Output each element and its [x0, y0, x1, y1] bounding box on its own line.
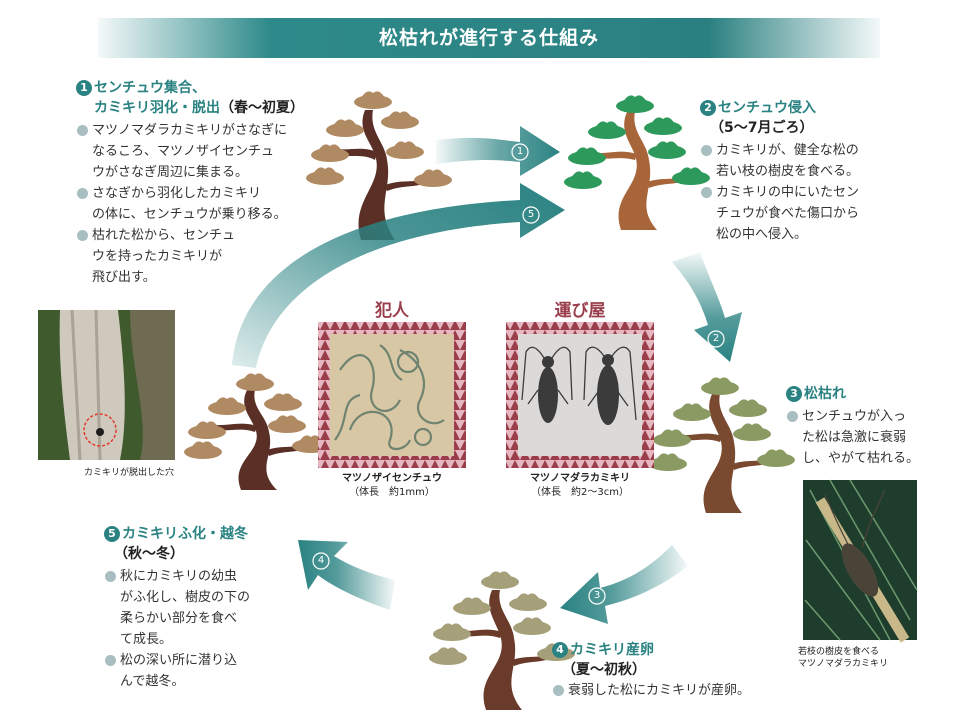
- arrow-number-circles: [312, 143, 725, 605]
- beetle-photo-caption-2: マツノマダラカミキリ: [798, 659, 889, 669]
- stage-1-b1-l2: なるころ、マツノザイセンチュ: [92, 144, 275, 159]
- carrier-frame: [506, 322, 654, 468]
- arrow-4: [298, 540, 395, 610]
- stage-1-b3-l1: 枯れた松から、センチュ: [92, 228, 236, 243]
- exit-hole-caption: カミキリが脱出した穴: [84, 468, 175, 478]
- carrier-caption: マツノマダラカミキリ （体長 約2〜3cm）: [498, 472, 662, 500]
- culprit-size: （体長 約1mm）: [349, 487, 435, 498]
- stage-3-b1-l1: センチュウが入っ: [802, 409, 907, 424]
- stage-3-b1-l2: た松は急激に衰弱: [802, 430, 907, 445]
- stage-5-b1-l2: がふ化し、樹皮の下の: [120, 590, 251, 605]
- carrier-name: マツノマダラカミキリ: [530, 473, 630, 484]
- stage-5-b2-l1: 松の深い所に潜り込: [120, 653, 238, 668]
- stage-1-b2-l2: の体に、センチュウが乗り移る。: [92, 207, 287, 222]
- beetle-photo-caption-1: 若枝の樹皮を食べる: [798, 647, 880, 657]
- stage-4-heading: カミキリ産卵: [570, 642, 654, 658]
- arrow-3-number: 3: [593, 590, 601, 601]
- stage-5-b2-l2: んで越冬。: [120, 674, 185, 689]
- stage-1-period: （春〜初夏）: [220, 100, 304, 116]
- beetle-photo-caption: 若枝の樹皮を食べる マツノマダラカミキリ: [798, 646, 928, 670]
- tree-stage-2: [564, 95, 710, 230]
- stage-5-heading: カミキリふ化・越冬: [122, 526, 248, 542]
- stage-3-heading: 松枯れ: [804, 386, 846, 402]
- beetle-on-pine-photo: [803, 479, 918, 643]
- arrow-5-number: 5: [527, 209, 535, 220]
- stage-4-b1-l1: 衰弱した松にカミキリが産卵。: [568, 683, 751, 698]
- carrier-title: 運び屋: [554, 301, 606, 321]
- arrow-2-number: 2: [712, 333, 720, 344]
- tree-stage-5: [184, 373, 330, 490]
- arrow-3: [560, 545, 688, 624]
- arrow-2: [672, 252, 742, 362]
- stage-5-b1-l1: 秋にカミキリの幼虫: [120, 569, 238, 584]
- stage-2-period: （5〜7月ごろ）: [710, 120, 814, 136]
- stage-4-number: 4: [552, 642, 568, 658]
- culprit-name: マツノザイセンチュウ: [342, 473, 442, 484]
- stage-1-b2-l1: さなぎから羽化したカミキリ: [92, 186, 262, 201]
- exit-hole-photo: [38, 309, 175, 461]
- stage-1-number: 1: [76, 80, 92, 96]
- stage-2-heading: センチュウ侵入: [718, 100, 816, 116]
- beetle-right: [597, 354, 619, 425]
- stage-2-b1-l1: カミキリが、健全な松の: [716, 143, 859, 158]
- stage-1-heading-1: センチュウ集合、: [94, 80, 206, 96]
- culprit-frame: [318, 322, 466, 468]
- stage-1-b3-l2: ウを持ったカミキリが: [92, 249, 223, 264]
- stage-3-b1-l3: し、やがて枯れる。: [802, 451, 920, 466]
- arrow-1-number: 1: [516, 146, 524, 157]
- stage-5-b1-l4: て成長。: [120, 632, 173, 647]
- stage-4-period: （夏〜初秋）: [562, 662, 646, 678]
- arrow-1: [436, 126, 560, 176]
- carrier-size: （体長 約2〜3cm）: [531, 487, 629, 498]
- page-title: 松枯れが進行する仕組み: [378, 27, 599, 49]
- culprit-title: 犯人: [375, 301, 409, 321]
- stage-1-b1-l3: ウがさなぎ周辺に集まる。: [92, 165, 249, 180]
- stage-2-b2-l2: チュウが食べた傷口から: [716, 206, 860, 221]
- stage-2-b2-l1: カミキリの中にいたセン: [716, 185, 860, 200]
- tree-stage-4: [429, 571, 575, 710]
- stage-2-b1-l2: 若い枝の樹皮を食べる。: [716, 164, 860, 179]
- arrow-4-number: 4: [317, 555, 325, 566]
- stage-5-number: 5: [104, 526, 120, 542]
- tree-stage-3: [649, 377, 795, 513]
- stage-1-heading-2: カミキリ羽化・脱出: [94, 100, 220, 116]
- stage-5-period: （秋〜冬）: [114, 546, 184, 562]
- stage-2-number: 2: [700, 100, 716, 116]
- stage-3-number: 3: [786, 386, 802, 402]
- arrow-5: [232, 183, 565, 368]
- beetle-left: [538, 356, 558, 423]
- title-banner: [98, 18, 880, 58]
- stage-5-b1-l3: 柔らかい部分を食べ: [120, 611, 238, 626]
- culprit-caption: マツノザイセンチュウ （体長 約1mm）: [310, 472, 474, 500]
- stage-1-b3-l3: 飛び出す。: [92, 270, 156, 285]
- tree-stage-1: [306, 91, 452, 240]
- stage-2-b2-l3: 松の中へ侵入。: [716, 227, 808, 242]
- stage-1-b1-l1: マツノマダラカミキリがさなぎに: [92, 123, 288, 138]
